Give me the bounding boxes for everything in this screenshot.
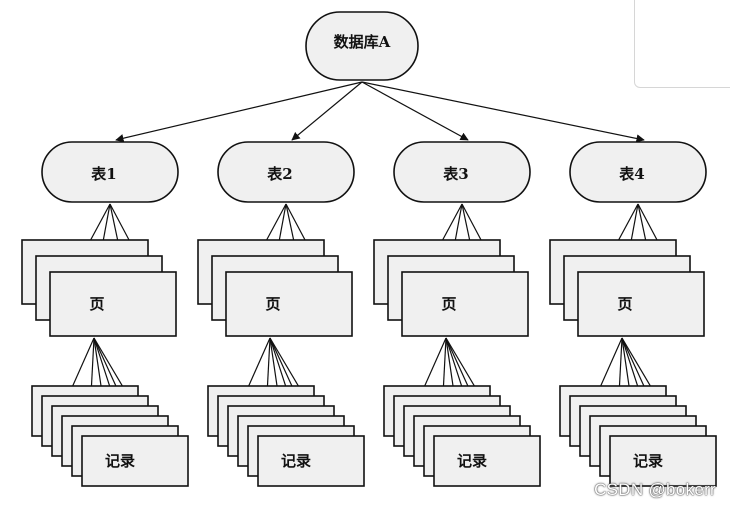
record-node-front: [433, 435, 541, 487]
corner-panel: [634, 0, 730, 88]
table-node-label: 表4: [619, 165, 644, 183]
record-node-label: 记录: [457, 452, 487, 470]
table-node-label: 表3: [443, 165, 468, 183]
record-node-label: 记录: [105, 452, 135, 470]
page-node-label: 页: [265, 295, 280, 313]
page-node-front: [49, 271, 177, 337]
page-node-front: [225, 271, 353, 337]
table-node-label: 表1: [91, 165, 116, 183]
page-node-front: [401, 271, 529, 337]
edge-root-to-table: [361, 81, 645, 143]
record-node-label: 记录: [633, 452, 663, 470]
record-node-front: [81, 435, 189, 487]
edge-root-to-table: [291, 81, 363, 141]
watermark-text: CSDN @bokerr: [594, 480, 716, 499]
table-node: [569, 141, 707, 203]
root-node: [305, 11, 419, 81]
table-node-label: 表2: [267, 165, 292, 183]
page-node-label: 页: [441, 295, 456, 313]
page-node-front: [577, 271, 705, 337]
table-node: [217, 141, 355, 203]
page-node-label: 页: [89, 295, 104, 313]
record-node-front: [609, 435, 717, 487]
edge-root-to-table: [115, 81, 363, 143]
record-node-label: 记录: [281, 452, 311, 470]
record-node-front: [257, 435, 365, 487]
table-node: [393, 141, 531, 203]
edge-root-to-table: [361, 81, 469, 141]
root-node-label: 数据库A: [334, 33, 391, 51]
table-node: [41, 141, 179, 203]
page-node-label: 页: [617, 295, 632, 313]
